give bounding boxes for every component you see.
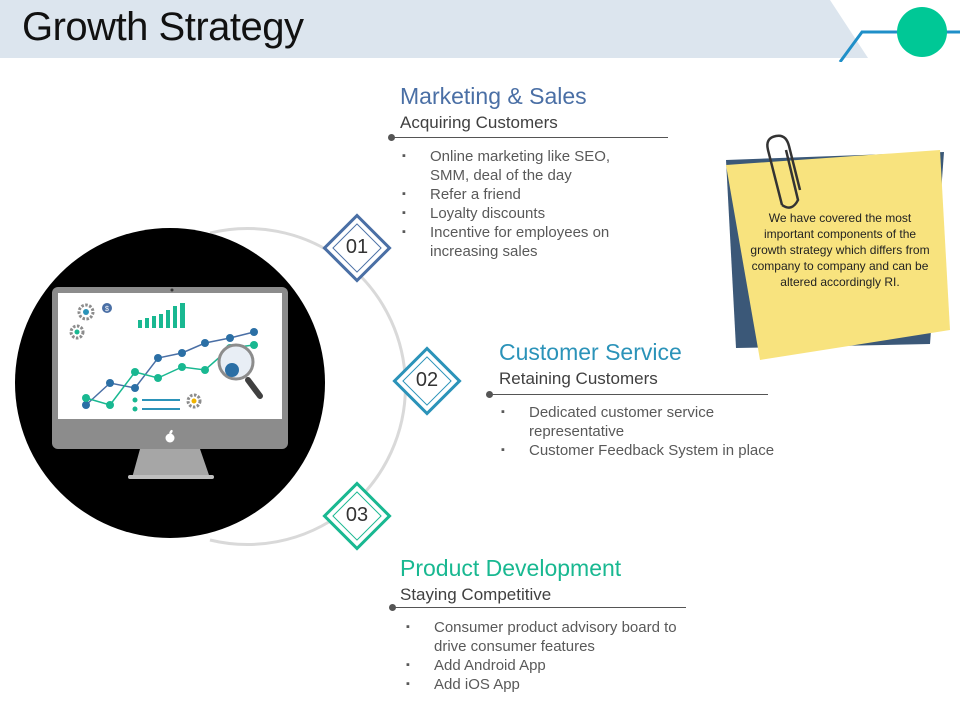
badge-diamond-02 — [392, 346, 462, 416]
divider-dot — [486, 391, 493, 398]
page-title: Growth Strategy — [22, 5, 304, 49]
list-item: Incentive for employees on increasing sa… — [400, 223, 660, 261]
section-title-customer-service: Customer Service — [499, 339, 682, 365]
gear-icon — [77, 303, 95, 321]
title-band — [0, 0, 960, 62]
magnifier-icon — [217, 343, 263, 399]
section-divider — [393, 607, 686, 608]
bullet-list-marketing: Online marketing like SEO, SMM, deal of … — [400, 147, 660, 261]
section-subtitle-marketing: Acquiring Customers — [400, 113, 558, 132]
legend-icon — [132, 397, 180, 412]
section-title-product-development: Product Development — [400, 555, 622, 581]
section-number-01: 01 — [345, 236, 369, 258]
section-title-marketing: Marketing & Sales — [400, 83, 587, 109]
mini-bar-chart-icon — [138, 303, 185, 328]
apple-logo-icon — [165, 429, 175, 443]
list-item: Refer a friend — [400, 185, 660, 204]
accent-circle — [897, 7, 947, 57]
divider-dot — [388, 134, 395, 141]
bullet-list-product-development: Consumer product advisory board to drive… — [404, 618, 704, 694]
section-number-03: 03 — [345, 504, 369, 526]
dollar-icon: $ — [102, 303, 112, 313]
section-subtitle-product-development: Staying Competitive — [400, 585, 552, 604]
list-item: Dedicated customer service representativ… — [499, 403, 809, 441]
sticky-note-text: We have covered the most important compo… — [750, 211, 930, 289]
list-item: Consumer product advisory board to drive… — [404, 618, 704, 656]
list-item: Add Android App — [404, 656, 704, 675]
line-graph-icon — [82, 328, 258, 409]
divider-dot — [389, 604, 396, 611]
list-item: Customer Feedback System in place — [499, 441, 809, 460]
bullet-list-customer-service: Dedicated customer service representativ… — [499, 403, 809, 460]
section-divider — [392, 137, 668, 138]
sticky-note — [726, 134, 950, 360]
gear-icon — [69, 324, 85, 340]
section-divider — [490, 394, 768, 395]
list-item: Online marketing like SEO, SMM, deal of … — [400, 147, 660, 185]
monitor-icon: $ — [52, 287, 288, 479]
list-item: Loyalty discounts — [400, 204, 660, 223]
gear-icon — [186, 393, 202, 409]
section-subtitle-customer-service: Retaining Customers — [499, 369, 658, 388]
badge-diamond-01 — [322, 213, 392, 283]
section-number-02: 02 — [415, 369, 439, 391]
badge-diamond-03 — [322, 481, 392, 551]
svg-text:$: $ — [105, 306, 109, 313]
list-item: Add iOS App — [404, 675, 704, 694]
paperclip-icon — [766, 134, 802, 209]
